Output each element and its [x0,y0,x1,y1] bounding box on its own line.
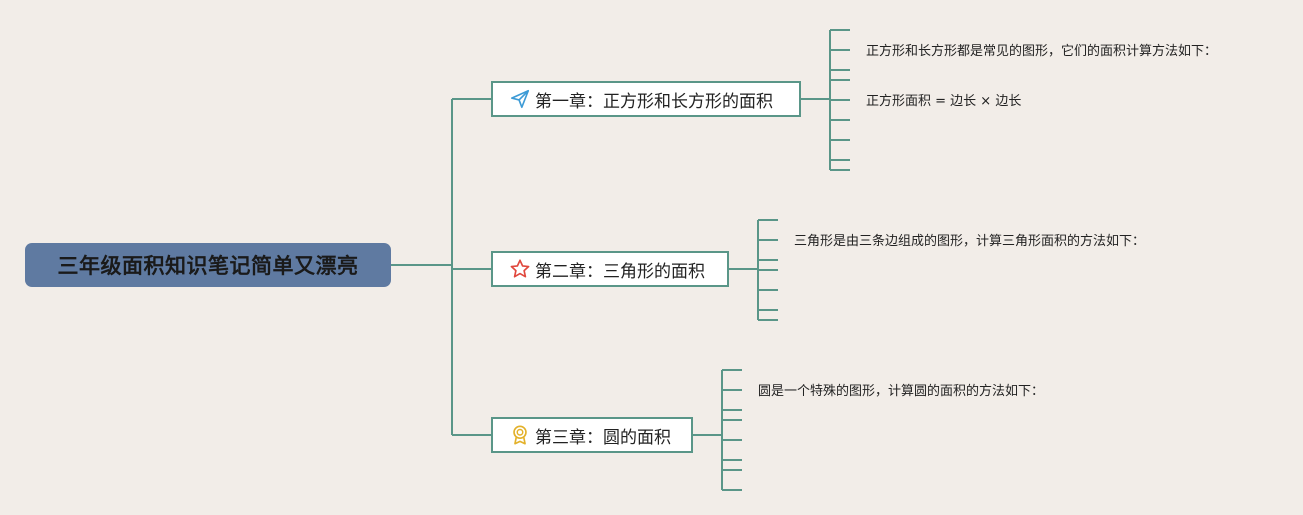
chapter-node-2[interactable]: 第二章：三角形的面积 [491,251,729,287]
chapter-1-title: 第一章：正方形和长方形的面积 [535,91,773,112]
star-icon [509,258,531,280]
chapter-3-note-1: 圆是一个特殊的图形，计算圆的面积的方法如下： [758,384,1045,399]
chapter-1-note-1: 正方形和长方形都是常见的图形，它们的面积计算方法如下： [866,44,1218,59]
chapter-node-3[interactable]: 第三章：圆的面积 [491,417,693,453]
central-topic-label: 三年级面积知识笔记简单又漂亮 [57,254,359,278]
chapter-2-title: 第二章：三角形的面积 [535,261,705,282]
chapter-node-1[interactable]: 第一章：正方形和长方形的面积 [491,81,801,117]
chapter-3-title: 第三章：圆的面积 [535,427,671,448]
award-ribbon-icon [509,424,531,446]
chapter-1-note-2: 正方形面积 = 边长 × 边长 [866,94,1022,109]
paper-plane-icon [509,88,531,110]
chapter-2-note-1: 三角形是由三条边组成的图形，计算三角形面积的方法如下： [794,234,1146,249]
central-topic[interactable]: 三年级面积知识笔记简单又漂亮 [25,243,391,287]
